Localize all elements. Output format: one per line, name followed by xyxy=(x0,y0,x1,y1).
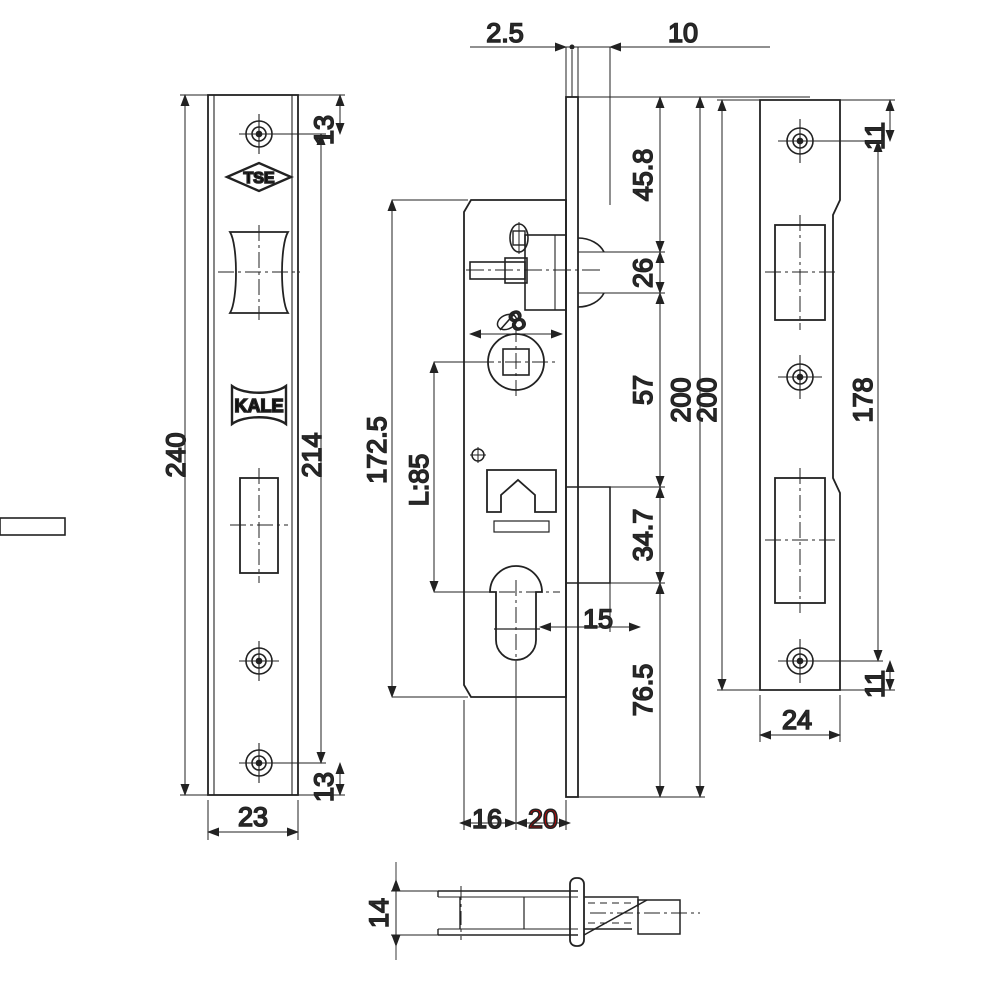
dim-240: 240 xyxy=(161,432,191,477)
bolt-throw-step xyxy=(566,486,611,584)
dim-24: 24 xyxy=(782,705,812,735)
screw-hole-mid xyxy=(239,641,279,681)
strike-latch-hole xyxy=(765,215,835,330)
strike-bolt-hole xyxy=(765,468,835,613)
dim-2-5: 2.5 xyxy=(486,18,524,48)
dim-214: 214 xyxy=(297,432,327,477)
dim-10: 10 xyxy=(668,18,698,48)
dim-23: 23 xyxy=(238,802,268,832)
dim-200-right: 200 xyxy=(692,377,722,422)
bolt-detail-view xyxy=(437,877,700,947)
euro-cylinder-hole xyxy=(472,565,560,672)
faceplate-front-view: TSE KALE xyxy=(207,94,300,796)
dim-14: 14 xyxy=(364,898,394,928)
faceplate-dimensions xyxy=(180,94,345,840)
dim-178: 178 xyxy=(848,377,878,422)
dim-76-5: 76.5 xyxy=(628,664,658,717)
dim-34-7: 34.7 xyxy=(628,509,658,562)
latch-opening xyxy=(218,225,300,320)
dim-13-top: 13 xyxy=(309,115,339,145)
lock-body-side-view xyxy=(0,50,611,798)
dim-L85: L:85 xyxy=(404,454,434,507)
latch-bolt xyxy=(466,234,604,311)
case-rivet-mid xyxy=(470,447,486,463)
dim-57: 57 xyxy=(628,375,658,405)
dim-45-8: 45.8 xyxy=(628,149,658,202)
bolt-detail-dimensions xyxy=(391,862,438,960)
kale-logo-text: KALE xyxy=(235,396,284,416)
dim-15: 15 xyxy=(583,604,613,634)
dim-20: 20 xyxy=(528,804,558,834)
tse-logo: TSE xyxy=(224,161,294,193)
dim-16: 16 xyxy=(472,804,502,834)
strike-plate-dimensions xyxy=(717,99,895,742)
strike-screw-mid xyxy=(778,355,822,399)
deadbolt-opening xyxy=(230,468,288,583)
dim-13-bottom: 13 xyxy=(309,772,339,802)
strike-screw-top xyxy=(778,119,822,163)
dim-172-5: 172.5 xyxy=(362,416,392,484)
dim-200-center: 200 xyxy=(666,377,696,422)
dim-11-bottom: 11 xyxy=(860,670,890,698)
dim-26: 26 xyxy=(628,258,658,288)
strike-plate-view xyxy=(759,99,841,691)
dim-11-top: 11 xyxy=(860,122,890,150)
strike-screw-bottom xyxy=(778,639,822,683)
deadbolt-profile xyxy=(0,469,557,536)
tse-logo-text: TSE xyxy=(243,170,274,187)
case-rivet-top xyxy=(509,222,529,254)
kale-logo: KALE xyxy=(230,383,288,427)
lock-body-dimensions xyxy=(387,42,810,830)
